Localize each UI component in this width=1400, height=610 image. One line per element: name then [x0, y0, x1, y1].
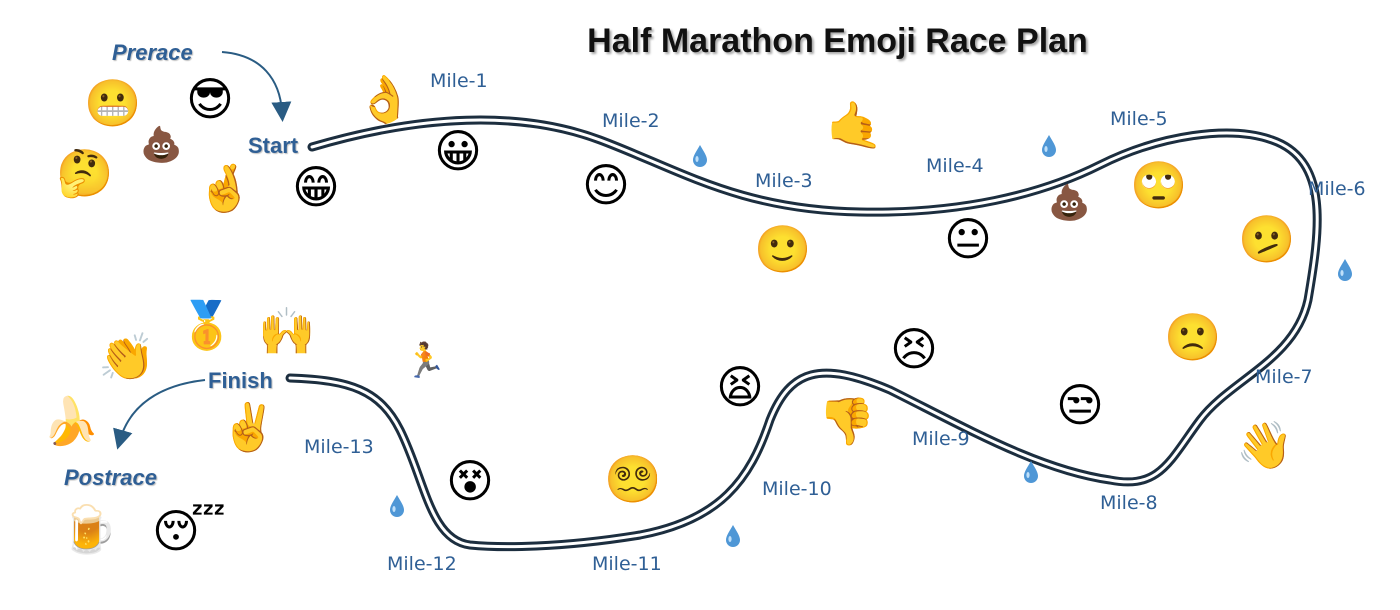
water-drop-icon	[726, 525, 740, 547]
banana-icon: 🍌	[42, 394, 100, 448]
mile-label-10: Mile-10	[762, 478, 832, 500]
slightly-smiling-face-icon: 🙂	[754, 222, 812, 276]
waving-hand-icon: 👋	[1236, 418, 1294, 472]
page-title: Half Marathon Emoji Race Plan	[587, 22, 1088, 60]
finish-label: Finish	[208, 368, 273, 393]
sleeping-face-icon: 😴	[152, 504, 226, 558]
mile-label-3: Mile-3	[755, 170, 813, 192]
start-label: Start	[248, 133, 299, 158]
finish-to-postrace-arrow	[113, 379, 206, 450]
prerace-to-start-arrow	[221, 51, 292, 122]
prerace-label: Prerace	[112, 40, 193, 65]
victory-hand-icon: ✌️	[220, 400, 278, 454]
mile-label-4: Mile-4	[926, 155, 984, 177]
neutral-face-icon: 😐	[944, 212, 992, 266]
beaming-face-icon: 😁	[292, 160, 340, 214]
mile-label-1: Mile-1	[430, 70, 488, 92]
person-running-icon: 🏃	[404, 341, 447, 381]
crossed-fingers-icon: 🤞	[196, 161, 254, 215]
raising-hands-icon: 🙌	[258, 304, 316, 358]
water-drop-icon	[1024, 461, 1038, 483]
woozy-spiral-face-icon: 😵‍💫	[604, 452, 662, 506]
pensive-face-icon: 😒	[1056, 378, 1104, 432]
mile-label-13: Mile-13	[304, 436, 374, 458]
mile-label-12: Mile-12	[387, 553, 457, 575]
confounded-face-icon: 😣	[890, 322, 938, 376]
postrace-label: Postrace	[64, 465, 157, 490]
mile-label-6: Mile-6	[1308, 178, 1366, 200]
ok-hand-icon: 👌	[356, 72, 414, 126]
grinning-face-icon: 😀	[434, 124, 482, 178]
mile-label-7: Mile-7	[1255, 366, 1313, 388]
mile-label-5: Mile-5	[1110, 108, 1168, 130]
water-drop-icon	[693, 145, 707, 167]
grimacing-face-icon: 😬	[84, 76, 142, 130]
mile-label-11: Mile-11	[592, 553, 662, 575]
thinking-face-icon: 🤔	[56, 146, 114, 200]
mile-label-8: Mile-8	[1100, 492, 1158, 514]
dizzy-face-icon: 😵	[446, 454, 494, 508]
mile-label-2: Mile-2	[602, 110, 660, 132]
pile-of-poo-icon: 💩	[1048, 183, 1091, 223]
pile-of-poo-icon: 💩	[140, 125, 183, 165]
clapping-hands-icon: 👏	[98, 330, 156, 384]
water-drop-icon	[390, 495, 404, 517]
mile-label-9: Mile-9	[912, 428, 970, 450]
water-drop-icon	[1042, 135, 1056, 157]
face-rolling-eyes-icon: 🙄	[1130, 158, 1188, 212]
unamused-face-icon: 🫤	[1238, 212, 1296, 266]
tired-face-icon: 😫	[716, 360, 764, 414]
water-drop-icon	[1338, 259, 1352, 281]
beer-mug-icon: 🍺	[60, 502, 118, 556]
call-me-hand-icon: 🤙	[826, 98, 884, 152]
smiling-face-icon: 😊	[582, 158, 630, 212]
frowning-face-icon: 🙁	[1164, 310, 1222, 364]
race-route-inner-line	[288, 118, 1319, 549]
sunglasses-face-icon: 😎	[186, 72, 234, 126]
first-place-medal-icon: 🥇	[178, 298, 236, 352]
thumbs-down-icon: 👎	[818, 394, 876, 448]
